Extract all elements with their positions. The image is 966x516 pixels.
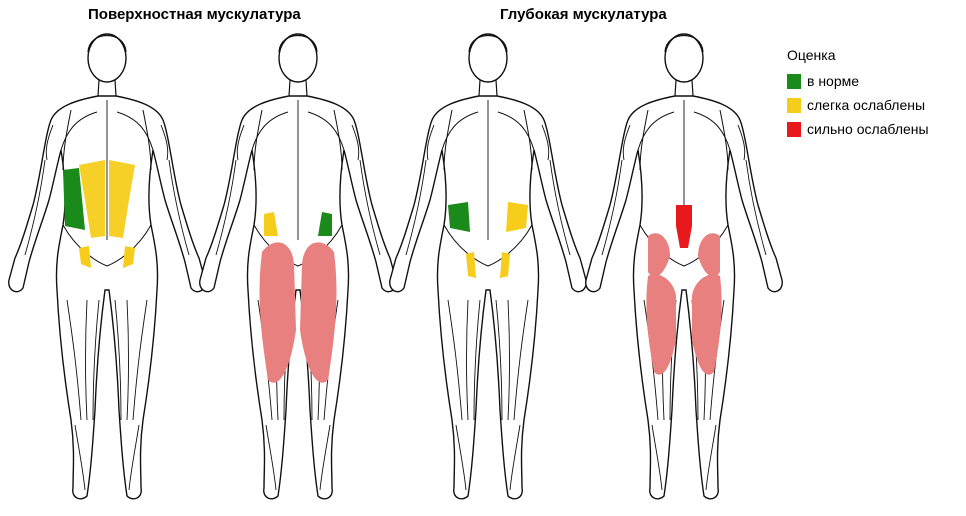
legend-title: Оценка	[787, 47, 929, 63]
figure-deep-front	[390, 34, 587, 499]
legend: Оценка в норме слегка ослаблены сильно о…	[787, 47, 929, 141]
legend-label: слегка ослаблены	[807, 97, 925, 113]
figure-superficial-front	[9, 34, 206, 499]
legend-swatch-normal	[787, 74, 801, 89]
legend-item-strongly-weak: сильно ослаблены	[787, 117, 929, 141]
legend-swatch-strongly-weak	[787, 122, 801, 137]
figure-superficial-back	[200, 34, 397, 499]
legend-label: сильно ослаблены	[807, 121, 929, 137]
legend-item-normal: в норме	[787, 69, 929, 93]
legend-label: в норме	[807, 73, 859, 89]
legend-item-slightly-weak: слегка ослаблены	[787, 93, 929, 117]
legend-swatch-slightly-weak	[787, 98, 801, 113]
figure-deep-back	[586, 34, 783, 499]
